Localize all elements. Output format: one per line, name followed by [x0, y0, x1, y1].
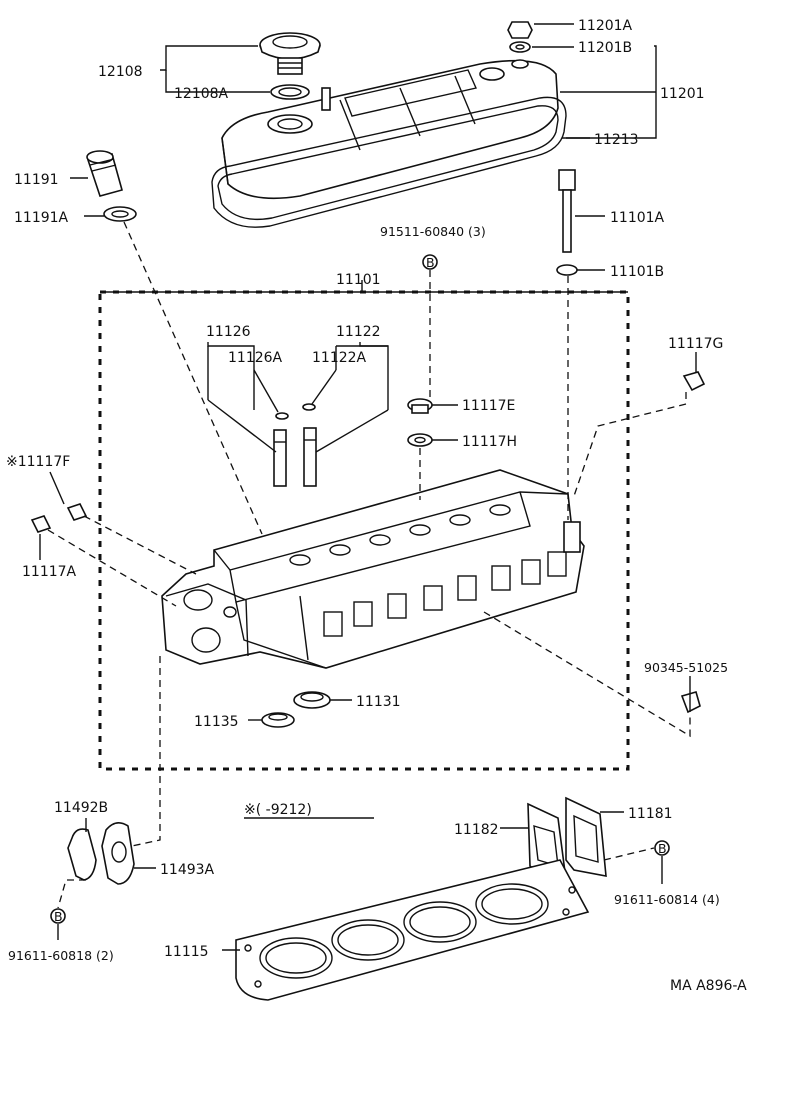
label-11117a: 11117A — [22, 564, 77, 580]
label-11213: 11213 — [594, 132, 639, 148]
label-11122a: 11122A — [312, 350, 367, 366]
cover-nut — [507, 21, 533, 39]
plug-11117e — [407, 398, 433, 414]
label-11201a: 11201A — [578, 18, 633, 34]
label-11126a: 11126A — [228, 350, 283, 366]
cover-seal-washer — [509, 41, 531, 53]
water-outlet-gasket-11492b — [67, 828, 97, 881]
label-91611-60814: 91611-60814 (4) — [614, 892, 720, 907]
b-marker-right: B — [654, 840, 670, 856]
gasket-11181 — [565, 796, 607, 877]
b-marker-top-text: B — [426, 255, 435, 270]
pcv-grommet — [86, 150, 123, 197]
b-marker-right-text: B — [658, 841, 667, 856]
pcv-gasket — [103, 206, 137, 222]
b-marker-top: B — [422, 254, 438, 270]
label-11131: 11131 — [356, 694, 401, 710]
label-11101a: 11101A — [610, 210, 665, 226]
plug-11117f — [66, 503, 88, 521]
label-11122: 11122 — [336, 324, 381, 340]
label-12108a: 12108A — [174, 86, 229, 102]
label-11117h: 11117H — [462, 434, 517, 450]
filler-cap-gasket — [270, 84, 310, 100]
label-11135: 11135 — [194, 714, 239, 730]
plug-11117a — [30, 515, 52, 533]
label-11117e: 11117E — [462, 398, 515, 414]
label-11201: 11201 — [660, 86, 705, 102]
plug-bolt-90345 — [680, 690, 701, 714]
diagram-reference-code: MA A896-A — [670, 978, 747, 994]
snap-ring-exhaust — [302, 403, 316, 411]
label-11201b: 11201B — [578, 40, 632, 56]
label-11182: 11182 — [454, 822, 499, 838]
valve-guide-intake — [273, 429, 287, 487]
label-11117g: 11117G — [668, 336, 723, 352]
label-11492b: 11492B — [54, 800, 108, 816]
b-marker-left: B — [50, 908, 66, 924]
water-outlet-gasket-11493a — [101, 822, 135, 885]
label-11181: 11181 — [628, 806, 673, 822]
label-91611-60818: 91611-60818 (2) — [8, 948, 114, 963]
cylinder-head-cover — [221, 59, 559, 200]
b-marker-left-text: B — [54, 909, 63, 924]
camshaft-oil-seal — [293, 691, 331, 709]
snap-ring-intake — [275, 412, 289, 420]
label-12108: 12108 — [98, 64, 143, 80]
plug-seal — [261, 712, 295, 728]
label-11117f: ※11117F — [6, 454, 70, 470]
label-11191: 11191 — [14, 172, 59, 188]
oil-filler-cap — [259, 32, 321, 75]
label-11126: 11126 — [206, 324, 251, 340]
cylinder-head — [161, 469, 585, 669]
note-model-range: ※( -9212) — [244, 802, 312, 818]
label-11115: 11115 — [164, 944, 209, 960]
label-11101b: 11101B — [610, 264, 664, 280]
plug-11117g — [682, 371, 706, 392]
valve-guide-exhaust — [303, 427, 317, 487]
label-11493a: 11493A — [160, 862, 215, 878]
cylinder-head-gasket — [235, 859, 590, 1001]
cover-stud-bolt — [556, 169, 578, 276]
gasket-11117h — [407, 433, 433, 447]
label-11191a: 11191A — [14, 210, 69, 226]
label-11101: 11101 — [336, 272, 381, 288]
label-91511-60840: 91511-60840 (3) — [380, 224, 486, 239]
cover-gasket — [211, 96, 567, 228]
label-90345-51025: 90345-51025 — [644, 660, 728, 675]
